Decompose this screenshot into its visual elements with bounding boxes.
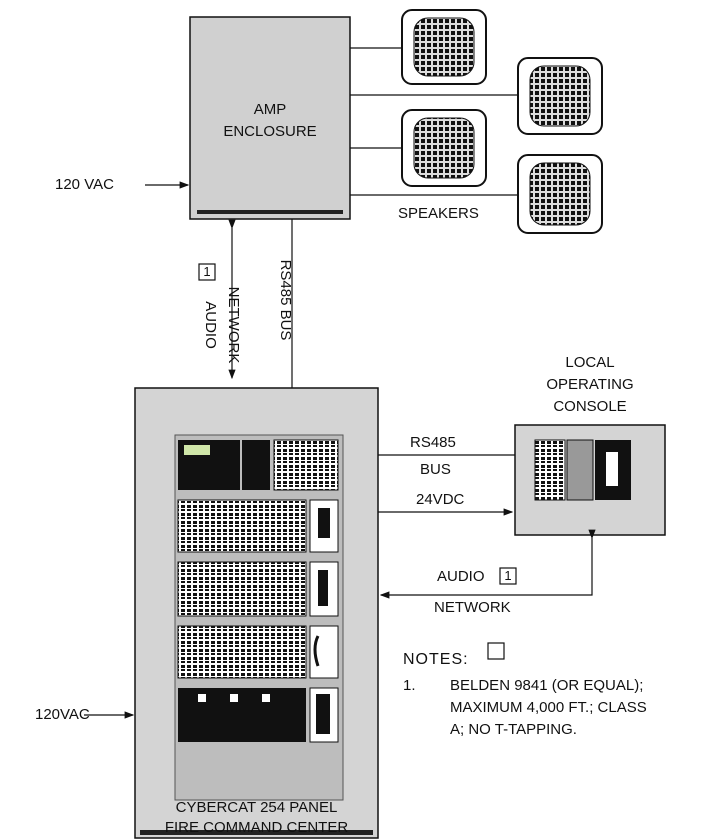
power-label-bottom: 120VAC	[35, 706, 90, 723]
audio-network-vertical-line2: NETWORK	[225, 286, 242, 364]
audio-network-vertical-line1: AUDIO	[202, 301, 219, 349]
note-line-1: BELDEN 9841 (OR EQUAL);	[450, 677, 644, 694]
amp-enclosure	[189, 16, 351, 220]
dc-label: 24VDC	[416, 491, 465, 508]
notes-title: NOTES:	[403, 651, 469, 668]
local-operating-console	[514, 424, 666, 536]
note-ref-mid: 1	[504, 568, 512, 583]
console-label-line3: CONSOLE	[553, 398, 627, 415]
speaker-wires	[350, 47, 518, 196]
note-line-3: A; NO T-TAPPING.	[450, 721, 577, 738]
rs485-bus-horizontal-line2: BUS	[420, 461, 451, 478]
rs485-bus-vertical: RS485 BUS	[277, 259, 294, 341]
rs485-bus-horizontal-line1: RS485	[410, 434, 456, 451]
panel-label-line1: CYBERCAT 254 PANEL	[175, 799, 338, 816]
audio-network-horizontal-line1: AUDIO	[437, 568, 485, 585]
power-label-top: 120 VAC	[55, 176, 114, 193]
amp-label-line2: ENCLOSURE	[223, 123, 317, 140]
note-line-2: MAXIMUM 4,000 FT.; CLASS	[450, 699, 647, 716]
note-ref-box-mid	[499, 567, 517, 585]
console-label-line1: LOCAL	[565, 354, 615, 371]
audio-network-horizontal-line	[379, 529, 596, 599]
audio-network-horizontal-line2: NETWORK	[434, 599, 511, 616]
panel-label-line2: FIRE COMMAND CENTER	[164, 819, 349, 836]
speaker-1	[401, 9, 487, 85]
amp-label-line1: AMP	[253, 101, 287, 118]
note-number: 1.	[403, 677, 416, 694]
panel-inner	[174, 434, 344, 801]
console-label-line2: OPERATING	[546, 376, 634, 393]
note-ref-box-top	[198, 263, 216, 281]
speaker-3	[401, 109, 487, 187]
speaker-4	[517, 154, 603, 234]
note-ref-top: 1	[203, 264, 211, 279]
notes-ref-box	[487, 642, 505, 660]
speakers-label: SPEAKERS	[398, 205, 479, 222]
speaker-2	[517, 57, 603, 135]
